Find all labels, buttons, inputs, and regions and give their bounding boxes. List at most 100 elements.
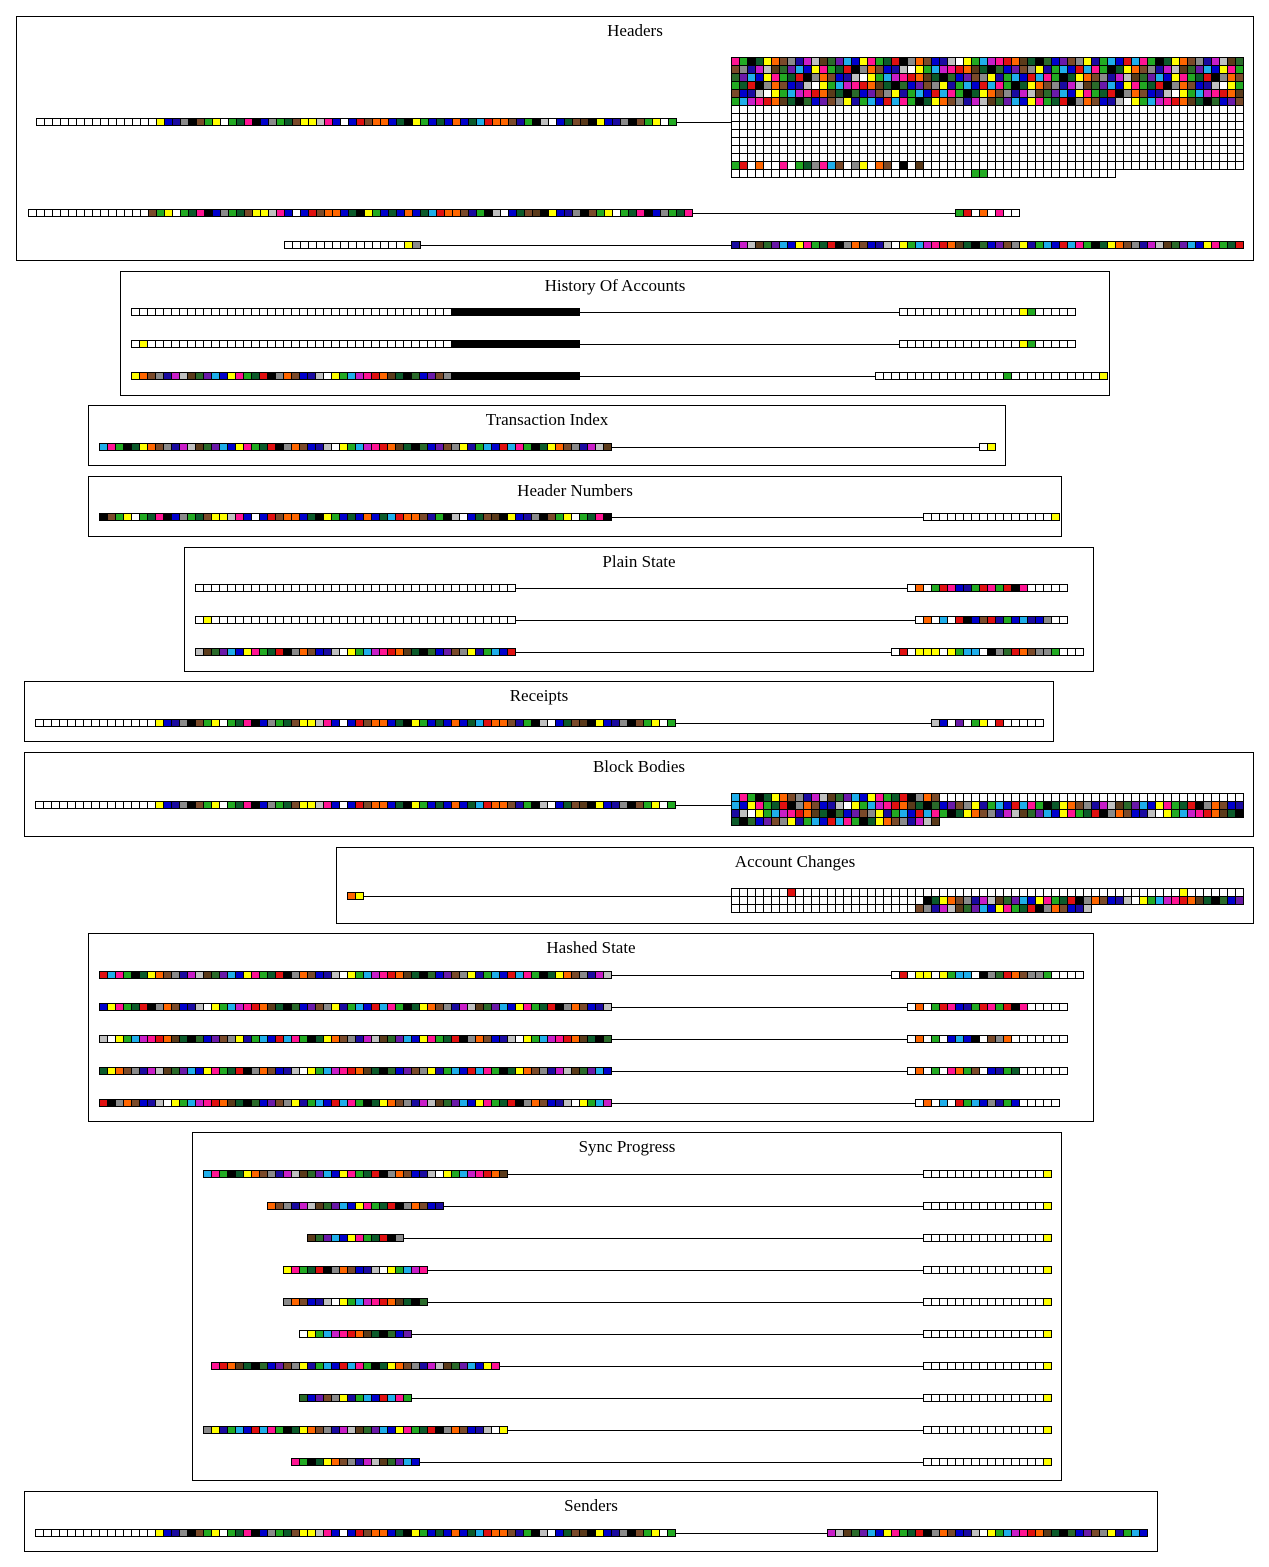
cell [956,170,964,178]
cell [764,90,772,98]
cell [1012,1298,1020,1306]
cell [948,1099,956,1107]
cell [1012,1426,1020,1434]
cell [349,209,357,217]
cell [324,1202,332,1210]
cell [188,340,196,348]
cell [388,513,396,521]
cell [524,443,532,451]
cell [492,443,500,451]
cell [156,971,164,979]
connector-line [516,652,891,653]
cell [980,802,988,810]
cell [1164,897,1172,905]
cell [261,118,269,126]
cell [460,584,468,592]
cell [1108,114,1116,122]
cell [460,443,468,451]
cell [165,209,173,217]
cell [172,308,180,316]
cell [772,146,780,154]
cell [1020,802,1028,810]
cell [508,1099,516,1107]
cell [500,1529,508,1537]
cell [804,897,812,905]
cell [412,1099,420,1107]
cell [1140,162,1148,170]
cell [1028,241,1036,249]
cell [860,146,868,154]
cell [940,648,948,656]
cell [276,616,284,624]
cell [796,905,804,913]
cell [1164,154,1172,162]
cell [748,66,756,74]
cell [804,146,812,154]
cell [380,1266,388,1274]
cell [77,209,85,217]
cell [156,340,164,348]
cell [1004,1202,1012,1210]
cell [348,372,356,380]
cell [932,889,940,897]
cell [836,138,844,146]
cell [908,584,916,592]
cell [532,513,540,521]
cell [236,648,244,656]
cell [260,1099,268,1107]
cell [452,443,460,451]
cell [1076,1529,1084,1537]
cell [284,584,292,592]
cell [1020,905,1028,913]
cell [1140,106,1148,114]
cell [308,1529,316,1537]
cell [956,66,964,74]
cell [1052,98,1060,106]
cell [332,1170,340,1178]
cell [364,308,372,316]
cell [252,372,260,380]
cell [1124,794,1132,802]
cell [1140,170,1148,178]
cell [948,513,956,521]
cell [69,209,77,217]
cell [1092,106,1100,114]
cell [108,719,116,727]
cell [332,719,340,727]
cell [468,1035,476,1043]
cell [364,1099,372,1107]
cell [1108,138,1116,146]
cell [1084,794,1092,802]
cell [804,889,812,897]
cell [948,74,956,82]
bucket-strip-right [915,1099,1060,1107]
cell [621,118,629,126]
cell [468,584,476,592]
cell [1156,98,1164,106]
cell [788,162,796,170]
cell [828,905,836,913]
cell [1172,889,1180,897]
cell [412,1298,420,1306]
cell [1132,170,1140,178]
cell [1060,971,1068,979]
cell [996,1266,1004,1274]
cell [1116,82,1124,90]
cell [380,1458,388,1466]
cell [1044,802,1052,810]
cell [892,154,900,162]
cell [1132,241,1140,249]
cell [1100,905,1108,913]
connector-line [364,896,731,897]
cell [541,118,549,126]
cell [244,971,252,979]
connector-line [676,805,731,806]
cell [349,241,357,249]
cell [828,241,836,249]
panel-title: Senders [564,1496,618,1515]
cell [948,340,956,348]
cell [348,513,356,521]
cell [476,584,484,592]
cell [1076,162,1084,170]
cell [340,1035,348,1043]
